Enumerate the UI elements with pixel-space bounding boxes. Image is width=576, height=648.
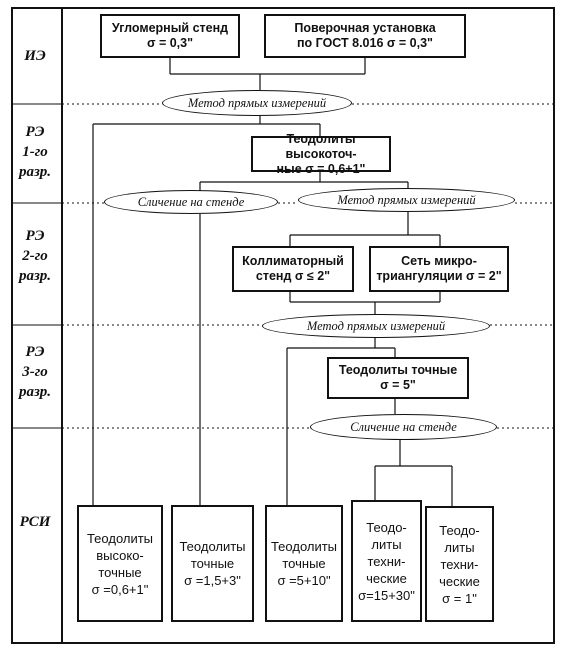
rsi-item-precise-2: Теодолиты точные σ =5+10" xyxy=(265,505,343,622)
collimator-stand-box: Коллиматорный стенд σ ≤ 2" xyxy=(232,246,354,292)
level-label-re1: РЭ 1-го разр. xyxy=(18,124,52,180)
precise-theodolites-box: Теодолиты точные σ = 5" xyxy=(327,357,469,399)
level-label-re2: РЭ 2-го разр. xyxy=(18,228,52,284)
verification-unit-box: Поверочная установка по ГОСТ 8.016 σ = 0… xyxy=(264,14,466,58)
method-direct-measurement-2: Метод прямых измерений xyxy=(298,188,515,212)
method-stand-comparison-1: Сличение на стенде xyxy=(104,190,278,214)
method-stand-comparison-2: Сличение на стенде xyxy=(310,414,497,440)
high-precision-theodolites-box: Теодолиты высокоточ- ные σ = 0,6+1" xyxy=(251,132,391,176)
rsi-item-high-precision: Теодолиты высоко- точные σ =0,6+1" xyxy=(77,505,163,622)
microtriangulation-net-box: Сеть микро- триангуляции σ = 2" xyxy=(369,246,509,292)
rsi-item-precise-1: Теодолиты точные σ =1,5+3" xyxy=(171,505,254,622)
goniometric-stand-box: Угломерный стенд σ = 0,3" xyxy=(100,14,240,58)
level-separators xyxy=(12,103,62,429)
level-label-ie: ИЭ xyxy=(24,48,46,64)
rsi-item-technical-2: Теодо- литы техни- ческие σ = 1" xyxy=(425,506,494,622)
rsi-item-technical-1: Теодо- литы техни- ческие σ=15+30" xyxy=(351,500,422,622)
level-label-rsi: РСИ xyxy=(19,514,51,530)
dotted-level-lines xyxy=(62,103,554,429)
method-direct-measurement-3: Метод прямых измерений xyxy=(262,314,490,338)
level-label-re3: РЭ 3-го разр. xyxy=(18,344,52,400)
method-direct-measurement-1: Метод прямых измерений xyxy=(162,90,352,116)
connector-lines xyxy=(92,58,453,506)
